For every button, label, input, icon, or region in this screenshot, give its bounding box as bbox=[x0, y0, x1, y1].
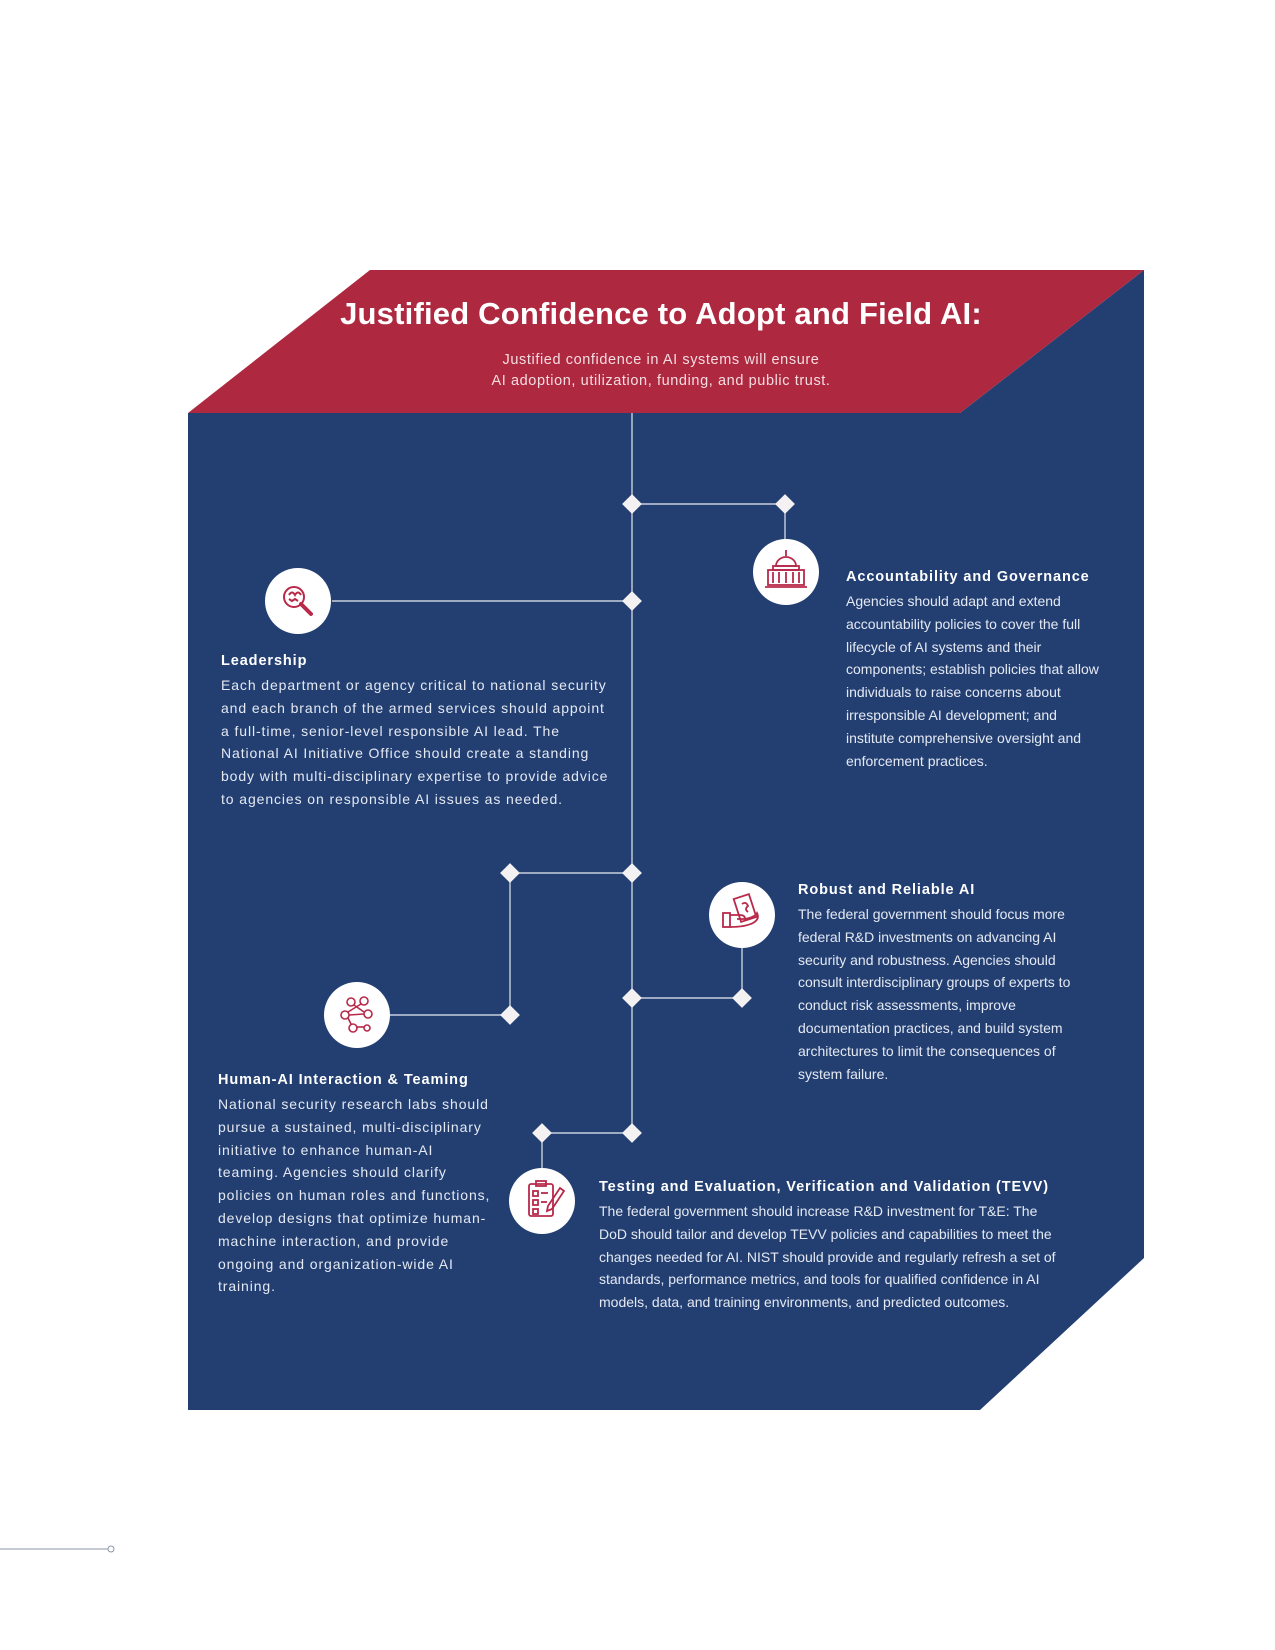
leadership-section: Leadership Each department or agency cri… bbox=[221, 653, 616, 811]
robust-heading: Robust and Reliable AI bbox=[798, 882, 976, 898]
accountability-body: Agencies should adapt and extend account… bbox=[846, 593, 1099, 769]
node-diamond bbox=[622, 494, 642, 514]
crimson-header-band bbox=[188, 270, 1144, 413]
node-diamond bbox=[500, 863, 520, 883]
page-rule-end bbox=[107, 1545, 115, 1553]
tevv-section: Testing and Evaluation, Verification and… bbox=[599, 1179, 1059, 1314]
robust-body: The federal government should focus more… bbox=[798, 906, 1071, 1082]
tevv-body: The federal government should increase R… bbox=[599, 1203, 1056, 1311]
leadership-body: Each department or agency critical to na… bbox=[221, 677, 609, 807]
navy-panel bbox=[188, 270, 1144, 1410]
leadership-heading: Leadership bbox=[221, 653, 308, 669]
branch-human bbox=[390, 872, 632, 1016]
node-diamond bbox=[622, 863, 642, 883]
node-diamond bbox=[622, 591, 642, 611]
people-network-icon bbox=[324, 982, 390, 1048]
human-ai-body: National security research labs should p… bbox=[218, 1096, 491, 1295]
accountability-section: Accountability and Governance Agencies s… bbox=[846, 569, 1104, 772]
capitol-building-icon bbox=[753, 539, 819, 605]
tevv-heading: Testing and Evaluation, Verification and… bbox=[599, 1179, 1049, 1195]
human-ai-section: Human-AI Interaction & Teaming National … bbox=[218, 1072, 493, 1298]
robust-section: Robust and Reliable AI The federal gover… bbox=[798, 882, 1090, 1085]
hand-money-icon bbox=[709, 882, 775, 948]
magnifier-brain-icon bbox=[265, 568, 331, 634]
page-subtitle: Justified confidence in AI systems will … bbox=[187, 350, 1135, 392]
subtitle-line: Justified confidence in AI systems will … bbox=[502, 352, 820, 368]
node-diamond bbox=[500, 1005, 520, 1025]
subtitle-line: AI adoption, utilization, funding, and p… bbox=[491, 373, 831, 389]
node-diamond bbox=[532, 1123, 552, 1143]
node-diamond bbox=[732, 988, 752, 1008]
node-diamond bbox=[622, 1123, 642, 1143]
human-ai-heading: Human-AI Interaction & Teaming bbox=[218, 1072, 469, 1088]
page-title: Justified Confidence to Adopt and Field … bbox=[340, 296, 982, 331]
node-diamond bbox=[775, 494, 795, 514]
clipboard-checklist-icon bbox=[509, 1168, 575, 1234]
accountability-heading: Accountability and Governance bbox=[846, 569, 1090, 585]
node-diamond bbox=[622, 988, 642, 1008]
